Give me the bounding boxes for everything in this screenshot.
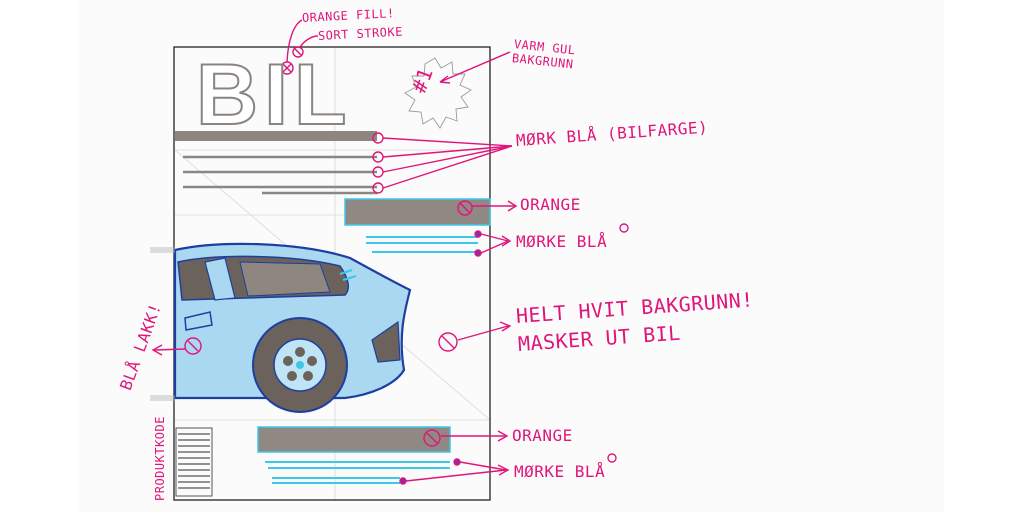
subhead-lines: [183, 155, 377, 195]
masthead-title: BIL: [195, 47, 353, 143]
barcode: [175, 427, 213, 497]
orange-block-1: [344, 198, 491, 226]
note-orange-1: ORANGE: [520, 195, 581, 214]
annotation-marks: [151, 19, 629, 485]
note-dark-blue-1: MØRKE BLÅ: [516, 232, 608, 251]
cyan-lines-1: [366, 236, 478, 253]
car-sketch: [150, 242, 412, 413]
headline-bar: [175, 131, 377, 141]
orange-block-2: [257, 426, 451, 453]
issue-badge: [404, 57, 472, 129]
cyan-lines-2: [265, 461, 450, 484]
note-dark-blue-2: MØRKE BLÅ: [514, 462, 606, 481]
note-orange-2: ORANGE: [512, 426, 573, 445]
note-product-code: PRODUKTKODE: [153, 416, 167, 501]
